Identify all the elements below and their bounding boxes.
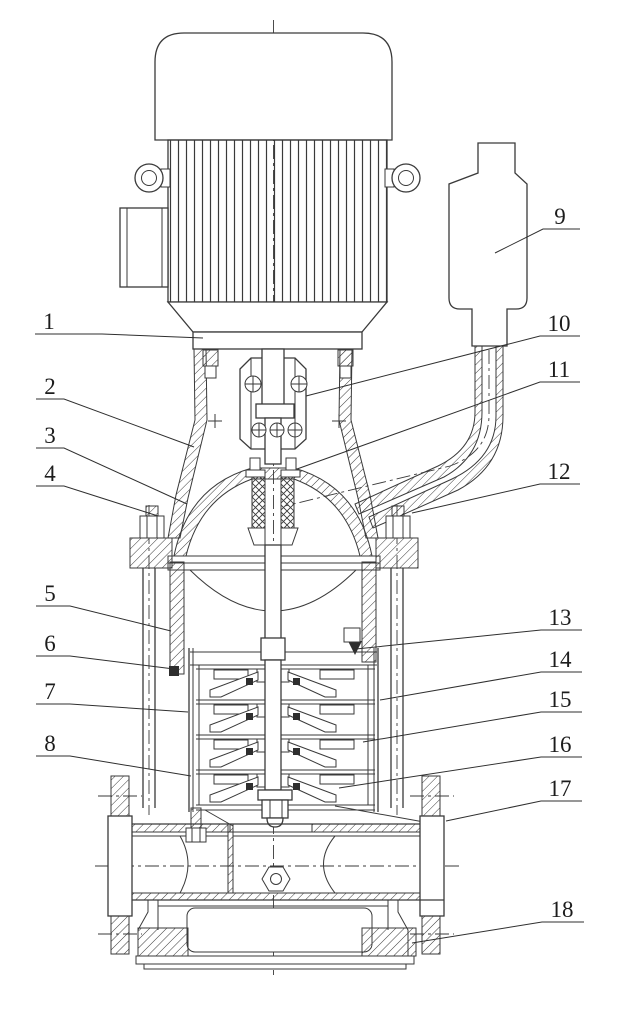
stud-bolt-left xyxy=(145,505,159,517)
callout-label-8: 8 xyxy=(44,731,56,756)
callout-1: 1 xyxy=(35,309,204,339)
priming-vent-pipe xyxy=(354,142,528,529)
outer-sleeve xyxy=(188,648,379,812)
coupling-bolts xyxy=(244,375,308,438)
callout-label-15: 15 xyxy=(549,687,572,712)
flange-bolt xyxy=(110,915,130,955)
callout-label-13: 13 xyxy=(549,605,572,630)
callout-label-5: 5 xyxy=(44,581,56,606)
callout-label-4: 4 xyxy=(44,461,56,486)
callout-label-10: 10 xyxy=(548,311,571,336)
callout-17: 17 xyxy=(445,776,582,822)
base-window xyxy=(186,907,373,953)
callout-13: 13 xyxy=(355,605,582,650)
shaft-end-nut xyxy=(257,789,293,828)
callout-10: 10 xyxy=(305,311,580,397)
callout-14: 14 xyxy=(379,647,582,701)
head-skirt-left xyxy=(169,561,185,675)
callouts: 1 2 3 4 5 6 7 8 9 10 11 12 13 14 15 16 1… xyxy=(35,204,584,944)
mechanical-seal xyxy=(245,457,301,546)
support-rib-right xyxy=(334,805,425,823)
pipe-wall-outer xyxy=(354,345,483,515)
base-foot-left xyxy=(137,927,189,957)
pipe-flange-right xyxy=(419,775,445,955)
pipe-bell-right xyxy=(323,835,336,894)
pump-shaft-mid xyxy=(264,544,282,641)
inline-port-casing xyxy=(107,775,445,955)
base-plate xyxy=(135,955,415,965)
callout-label-7: 7 xyxy=(44,679,56,704)
motor-cooling-fins xyxy=(167,139,388,303)
callout-15: 15 xyxy=(362,687,582,743)
callout-12: 12 xyxy=(411,459,580,514)
callout-label-6: 6 xyxy=(44,631,56,656)
callout-18: 18 xyxy=(411,897,584,944)
callout-label-12: 12 xyxy=(548,459,571,484)
base-lip xyxy=(143,963,407,970)
callout-4: 4 xyxy=(36,461,159,517)
pipe-wall-inner xyxy=(368,345,504,529)
wear-ring-seal xyxy=(348,641,362,655)
flange-bolt xyxy=(110,775,130,817)
callout-9: 9 xyxy=(494,204,580,254)
motor-top-cap xyxy=(154,32,393,141)
suction-funnel-left xyxy=(204,809,234,827)
callout-label-17: 17 xyxy=(549,776,572,801)
head-skirt-right xyxy=(361,561,377,663)
drain-plug-hex xyxy=(261,866,291,892)
pump-shaft-lower xyxy=(264,659,282,791)
callout-label-1: 1 xyxy=(43,309,55,334)
callout-6: 6 xyxy=(36,631,175,670)
terminal-box xyxy=(119,207,169,288)
callout-16: 16 xyxy=(338,732,582,789)
callout-label-9: 9 xyxy=(554,204,566,229)
casing-flange-left xyxy=(129,505,173,569)
shaft-sleeve-collar xyxy=(260,637,286,661)
coupling-assembly xyxy=(239,348,308,465)
chamber-wall xyxy=(227,823,234,894)
callout-3: 3 xyxy=(36,423,188,505)
callout-8: 8 xyxy=(36,731,192,777)
vent-chamber xyxy=(448,142,528,347)
flange-bolt xyxy=(421,775,441,817)
callout-7: 7 xyxy=(36,679,189,713)
alignment-cross-marks xyxy=(208,414,346,428)
casing-flange-right xyxy=(375,505,419,569)
pipe-bell-left xyxy=(179,835,189,894)
callout-label-14: 14 xyxy=(549,647,573,672)
motor-end-shield xyxy=(166,301,389,333)
flange-bolt xyxy=(421,915,441,955)
motor-mounting-flange xyxy=(192,331,363,350)
lifting-eye-left xyxy=(134,163,171,193)
lifting-eye-right xyxy=(384,163,421,193)
callout-label-18: 18 xyxy=(551,897,574,922)
callout-2: 2 xyxy=(36,374,195,448)
callout-11: 11 xyxy=(296,357,580,470)
callout-label-11: 11 xyxy=(548,357,570,382)
callout-label-2: 2 xyxy=(44,374,56,399)
callout-label-16: 16 xyxy=(549,732,572,757)
stage-stack xyxy=(188,544,379,828)
callout-5: 5 xyxy=(36,581,172,632)
drain-boss xyxy=(185,807,207,843)
electric-motor xyxy=(119,32,421,350)
coupling-collar xyxy=(255,403,295,419)
o-ring-seal xyxy=(169,666,179,676)
base-foot-right xyxy=(361,927,417,957)
pipe-flange-left xyxy=(107,775,133,955)
stud-bolt-right xyxy=(391,505,405,517)
callout-label-3: 3 xyxy=(44,423,56,448)
motor-shaft xyxy=(261,348,285,406)
